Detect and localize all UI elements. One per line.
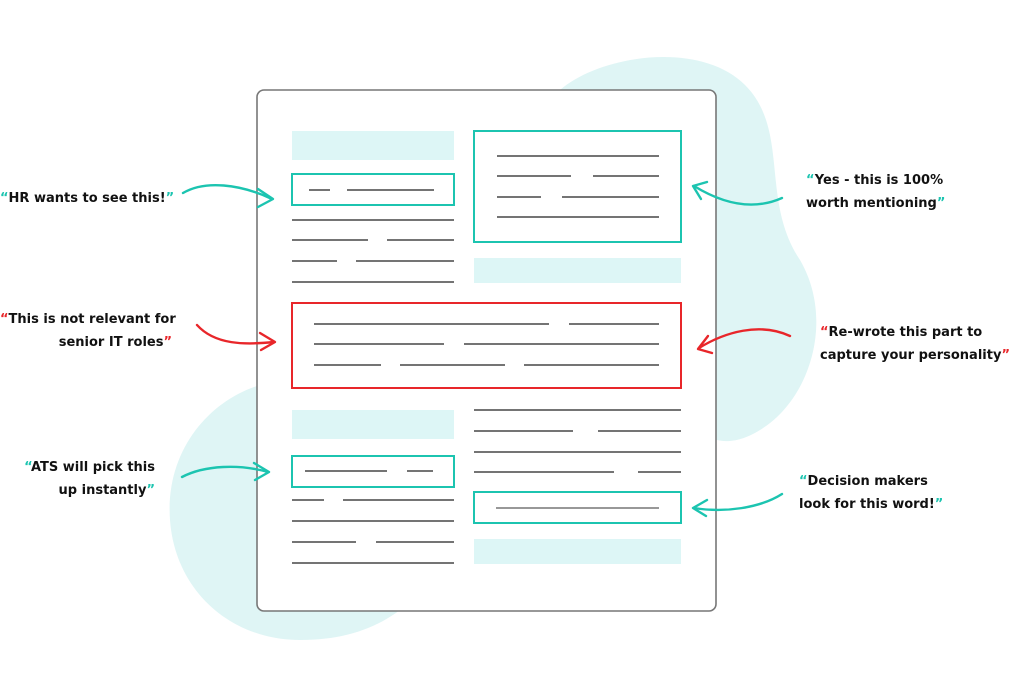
annotation-rewrote: “Re-wrote this part to capture your pers… — [820, 321, 1010, 367]
quote-open: “ — [24, 460, 31, 475]
quote-open: “ — [806, 173, 815, 188]
quote-close: ” — [936, 196, 946, 211]
arrow-decision — [691, 492, 784, 518]
annotation-text: look for this word! — [799, 497, 935, 512]
annotation-text: Decision makers — [807, 474, 928, 489]
annotation-text: worth mentioning — [806, 196, 937, 211]
arrow-not-relevant — [195, 323, 277, 352]
arrow-yes — [691, 180, 784, 206]
annotation-text: capture your personality — [820, 348, 1002, 363]
background-blob-lower — [169, 385, 400, 640]
text-lines — [292, 155, 681, 564]
quote-open: “ — [0, 312, 9, 327]
annotation-hr: “HR wants to see this!” — [0, 187, 174, 210]
annotation-text: HR wants to see this! — [8, 191, 166, 206]
quote-close: ” — [1001, 348, 1010, 363]
quote-close: ” — [165, 191, 175, 206]
arrow-hr — [181, 183, 275, 209]
quote-close: ” — [146, 483, 155, 498]
highlight-box-not-relevant — [291, 302, 682, 389]
quote-open: “ — [0, 191, 9, 206]
annotation-decision: “Decision makers look for this word!” — [799, 470, 943, 516]
resume-page — [256, 89, 717, 612]
placeholder-block — [474, 539, 681, 564]
annotation-yes: “Yes - this is 100% worth mentioning” — [806, 169, 945, 215]
highlight-box-yes — [473, 130, 682, 243]
quote-open: “ — [820, 325, 829, 340]
annotation-not-relevant: “This is not relevant for senior IT role… — [0, 308, 176, 354]
quote-close: ” — [934, 497, 944, 512]
placeholder-block — [292, 131, 454, 160]
quote-open: “ — [799, 474, 808, 489]
highlight-box-hr — [291, 173, 455, 206]
annotation-text: Re-wrote this part to — [828, 325, 983, 340]
background-blob-upper — [560, 57, 817, 442]
annotation-text: Yes - this is 100% — [814, 173, 944, 188]
highlight-box-ats — [291, 455, 455, 488]
arrow-rewrote — [696, 328, 792, 355]
highlight-box-decision — [473, 491, 682, 524]
annotation-text: ATS will pick this — [30, 460, 155, 475]
placeholder-block — [474, 258, 681, 283]
annotation-ats: “ATS will pick this up instantly” — [0, 456, 155, 502]
annotation-text: This is not relevant for — [8, 312, 176, 327]
annotation-text: senior IT roles — [58, 335, 164, 350]
annotation-text: up instantly — [58, 483, 147, 498]
quote-close: ” — [163, 335, 172, 350]
arrow-ats — [180, 461, 271, 482]
placeholder-block — [292, 410, 454, 439]
